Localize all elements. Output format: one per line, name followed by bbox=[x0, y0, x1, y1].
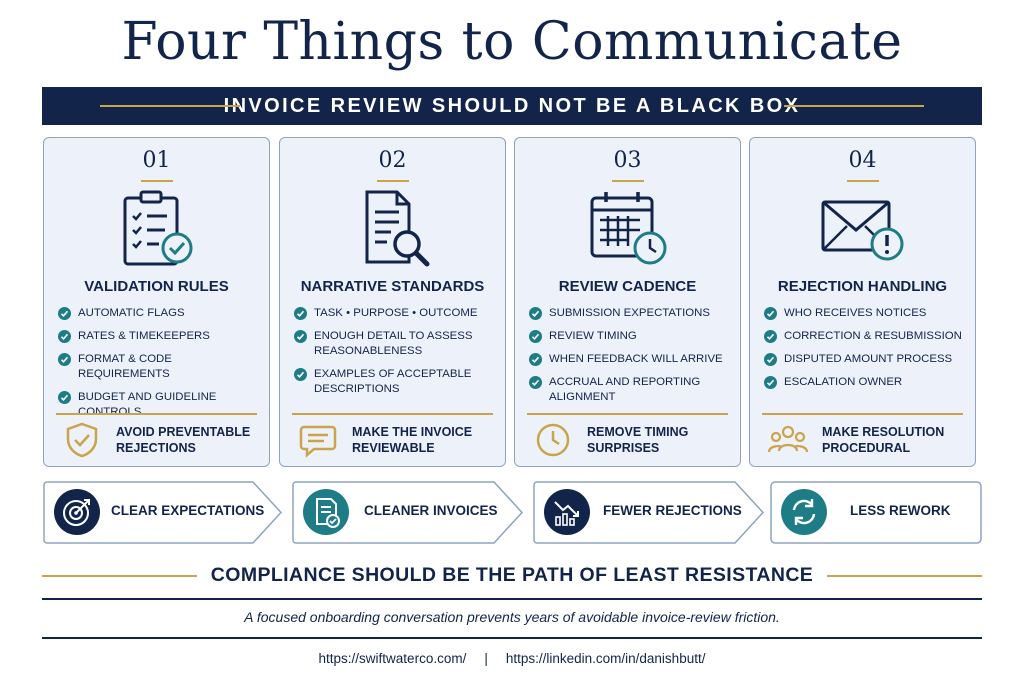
flow-step-clear-expectations: CLEAR EXPECTATIONS bbox=[43, 481, 283, 544]
banner-text: INVOICE REVIEW SHOULD NOT BE A BLACK BOX bbox=[223, 94, 801, 117]
shield-check-icon bbox=[66, 422, 98, 458]
bottom-divider-right bbox=[827, 575, 982, 577]
list-item: REVIEW TIMING bbox=[529, 329, 734, 344]
number-underline bbox=[847, 180, 879, 182]
calendar-clock-icon bbox=[590, 192, 667, 265]
check-icon bbox=[58, 353, 71, 366]
bottom-heading: COMPLIANCE SHOULD BE THE PATH OF LEAST R… bbox=[42, 562, 982, 592]
check-icon bbox=[764, 330, 777, 343]
list-item: ACCRUAL AND REPORTING ALIGNMENT bbox=[529, 375, 734, 405]
card-narrative-standards: 02 NARRATIVE STANDARDS TASK • PURPOSE • … bbox=[279, 137, 506, 467]
flow-label: FEWER REJECTIONS bbox=[603, 503, 742, 518]
card-list: AUTOMATIC FLAGS RATES & TIMEKEEPERS FORM… bbox=[58, 306, 263, 428]
divider-rule bbox=[42, 637, 982, 639]
flow-step-fewer-rejections: FEWER REJECTIONS bbox=[533, 481, 765, 544]
flow-step-cleaner-invoices: CLEANER INVOICES bbox=[292, 481, 524, 544]
flow-label: CLEANER INVOICES bbox=[364, 503, 498, 518]
card-divider bbox=[56, 413, 257, 415]
card-number: 01 bbox=[142, 148, 171, 173]
list-item: FORMAT & CODE REQUIREMENTS bbox=[58, 352, 263, 382]
envelope-alert-icon bbox=[821, 200, 904, 261]
card-list: SUBMISSION EXPECTATIONS REVIEW TIMING WH… bbox=[529, 306, 734, 413]
list-item: DISPUTED AMOUNT PROCESS bbox=[764, 352, 969, 367]
card-validation-rules: 01 VALIDATION RULES AUTOMATIC FLAGS RATE… bbox=[43, 137, 270, 467]
check-icon bbox=[294, 330, 307, 343]
card-title: VALIDATION RULES bbox=[84, 278, 229, 295]
banner-divider-right bbox=[784, 105, 924, 107]
document-search-icon bbox=[365, 190, 430, 267]
card-footer-text: MAKE THE INVOICE REVIEWABLE bbox=[352, 425, 473, 455]
number-underline bbox=[612, 180, 644, 182]
banner-divider-left bbox=[100, 105, 240, 107]
tagline: A focused onboarding conversation preven… bbox=[244, 609, 780, 625]
card-title: NARRATIVE STANDARDS bbox=[300, 278, 485, 295]
number-underline bbox=[141, 180, 173, 182]
subtitle-banner: INVOICE REVIEW SHOULD NOT BE A BLACK BOX bbox=[42, 87, 982, 125]
card-number: 03 bbox=[613, 148, 642, 173]
check-icon bbox=[294, 368, 307, 381]
card-title: REVIEW CADENCE bbox=[558, 278, 697, 295]
card-rejection-handling: 04 REJECTION HANDLING WHO RECEIVES NOTIC… bbox=[749, 137, 976, 467]
check-icon bbox=[764, 307, 777, 320]
list-item: TASK • PURPOSE • OUTCOME bbox=[294, 306, 499, 321]
card-number: 02 bbox=[378, 148, 407, 173]
check-icon bbox=[58, 330, 71, 343]
check-icon bbox=[764, 353, 777, 366]
card-divider bbox=[292, 413, 493, 415]
check-icon bbox=[294, 307, 307, 320]
people-group-icon bbox=[768, 425, 808, 453]
footer-links: https://swiftwaterco.com/ | https://linked… bbox=[0, 651, 1024, 666]
check-icon bbox=[58, 391, 71, 404]
list-item: AUTOMATIC FLAGS bbox=[58, 306, 263, 321]
card-footer-text: REMOVE TIMING SURPRISES bbox=[587, 425, 689, 455]
bottom-title: COMPLIANCE SHOULD BE THE PATH OF LEAST R… bbox=[210, 564, 814, 586]
flow-label: CLEAR EXPECTATIONS bbox=[111, 503, 265, 518]
list-item: WHEN FEEDBACK WILL ARRIVE bbox=[529, 352, 734, 367]
card-divider bbox=[527, 413, 728, 415]
check-icon bbox=[529, 376, 542, 389]
list-item: EXAMPLES OF ACCEPTABLE DESCRIPTIONS bbox=[294, 367, 499, 397]
check-icon bbox=[764, 376, 777, 389]
flow-step-less-rework: LESS REWORK bbox=[770, 481, 982, 544]
list-item: CORRECTION & RESUBMISSION bbox=[764, 329, 969, 344]
card-title: REJECTION HANDLING bbox=[777, 278, 948, 295]
card-divider bbox=[762, 413, 963, 415]
list-item: WHO RECEIVES NOTICES bbox=[764, 306, 969, 321]
card-footer-text: AVOID PREVENTABLE REJECTIONS bbox=[116, 425, 251, 455]
flow-label: LESS REWORK bbox=[850, 503, 951, 518]
list-item: ESCALATION OWNER bbox=[764, 375, 969, 390]
card-list: TASK • PURPOSE • OUTCOME ENOUGH DETAIL T… bbox=[294, 306, 499, 405]
list-item: ENOUGH DETAIL TO ASSESS REASONABLENESS bbox=[294, 329, 499, 359]
speech-bubble-icon bbox=[299, 425, 337, 458]
linkedin-link[interactable]: https://linkedin.com/in/danishbutt/ bbox=[505, 651, 706, 666]
check-icon bbox=[58, 307, 71, 320]
refresh-icon bbox=[781, 489, 827, 535]
check-icon bbox=[529, 330, 542, 343]
list-item: SUBMISSION EXPECTATIONS bbox=[529, 306, 734, 321]
clock-icon bbox=[536, 423, 570, 457]
card-footer-text: MAKE RESOLUTION PROCEDURAL bbox=[822, 425, 945, 455]
number-underline bbox=[377, 180, 409, 182]
target-icon bbox=[54, 489, 100, 535]
divider-rule bbox=[42, 598, 982, 600]
bar-chart-down-icon bbox=[544, 489, 590, 535]
card-number: 04 bbox=[848, 148, 877, 173]
bottom-divider-left bbox=[42, 575, 197, 577]
list-item: RATES & TIMEKEEPERS bbox=[58, 329, 263, 344]
website-link[interactable]: https://swiftwaterco.com/ bbox=[318, 651, 467, 666]
clipboard-check-icon bbox=[123, 190, 193, 266]
check-icon bbox=[529, 353, 542, 366]
list-item: BUDGET AND GUIDELINE CONTROLS bbox=[58, 390, 263, 420]
page-title: Four Things to Communicate bbox=[121, 12, 903, 72]
invoice-check-icon bbox=[303, 489, 349, 535]
check-icon bbox=[529, 307, 542, 320]
card-review-cadence: 03 REVIEW CADENCE SUBMISSION EXPECTATION… bbox=[514, 137, 741, 467]
link-separator: | bbox=[484, 651, 488, 666]
card-list: WHO RECEIVES NOTICES CORRECTION & RESUBM… bbox=[764, 306, 969, 398]
